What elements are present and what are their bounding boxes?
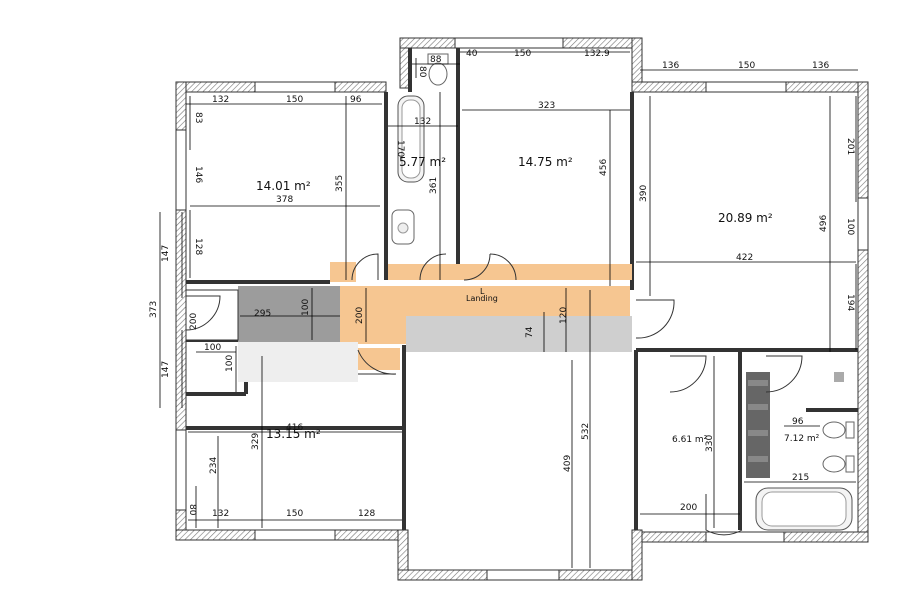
- bathtub-icon: [397, 95, 425, 183]
- dimension-label: 128: [358, 509, 375, 519]
- dimension-label: 200: [355, 307, 365, 324]
- dimension-label: 355: [335, 175, 345, 192]
- dimension-label: 234: [209, 457, 219, 474]
- room-area-label: 14.75 m²: [518, 155, 573, 169]
- dimension-labels: 132 150 96 83 146 378 355 128 147 373 14…: [149, 49, 855, 519]
- dimension-label: 201: [845, 138, 855, 155]
- dimension-label: 323: [538, 101, 555, 111]
- dimension-label: 532: [581, 423, 591, 440]
- dimension-label: 80: [417, 66, 427, 78]
- dimension-label: 100: [225, 355, 235, 372]
- toilet-icon: [822, 421, 855, 473]
- dimension-label: 132: [212, 509, 229, 519]
- dimension-label: 329: [251, 433, 261, 450]
- dimension-label: 170: [395, 140, 405, 157]
- room-area-label: 7.12 m²: [784, 434, 820, 444]
- dimension-label: 200: [189, 313, 199, 330]
- dimension-label: 96: [792, 417, 804, 427]
- dimension-label: 100: [301, 299, 311, 316]
- shower-icon: [746, 372, 844, 478]
- dimension-label: 150: [286, 95, 303, 105]
- dimension-label: 136: [662, 61, 679, 71]
- dimension-label: 422: [736, 253, 753, 263]
- dimension-label: 373: [149, 301, 159, 318]
- dimension-label: 88: [430, 55, 442, 65]
- room-area-label: 14.01 m²: [256, 179, 311, 193]
- dimension-label: 295: [254, 309, 271, 319]
- dimension-label: 147: [161, 245, 171, 262]
- dimension-label: 416: [286, 423, 303, 433]
- room-area-label: 13.15 m²: [266, 427, 321, 441]
- dimension-label: 378: [276, 195, 293, 205]
- dimension-label: 100: [845, 218, 855, 235]
- dimension-label: 150: [286, 509, 303, 519]
- dimension-label: 456: [599, 159, 609, 176]
- dimension-label: 96: [350, 95, 362, 105]
- room-area-label: 6.61 m²: [672, 435, 708, 445]
- landing-label: Landing: [466, 294, 498, 303]
- dimension-label: 150: [738, 61, 755, 71]
- room-area-label: 20.89 m²: [718, 211, 773, 225]
- dimension-label: 132: [212, 95, 229, 105]
- interior-walls: [186, 48, 858, 530]
- dimension-label: 390: [639, 185, 649, 202]
- dimension-label: 150: [514, 49, 531, 59]
- sink-icon: [391, 209, 415, 245]
- dimension-label: 136: [812, 61, 829, 71]
- dimension-label: 40: [466, 49, 478, 59]
- dimension-label: 361: [429, 177, 439, 194]
- dimension-label: 100: [204, 343, 221, 353]
- dimension-label: 146: [193, 166, 203, 183]
- dimension-label: 200: [680, 503, 697, 513]
- dimension-label: 83: [193, 112, 203, 123]
- stairs-block: [238, 286, 340, 342]
- dimension-lines: [159, 51, 858, 568]
- dimension-label: 132.9: [584, 49, 610, 59]
- dimension-label: 128: [193, 238, 203, 255]
- bathtub-icon: [755, 487, 853, 531]
- dimension-label: 496: [819, 215, 829, 232]
- dimension-label: 120: [559, 307, 569, 324]
- landing-area: [185, 262, 632, 382]
- door-swing-icon: [185, 253, 803, 536]
- windows: [175, 37, 869, 581]
- dimension-label: 330: [705, 435, 715, 452]
- dimension-label: 74: [525, 326, 535, 338]
- dimension-label: 215: [792, 473, 809, 483]
- dimension-label: 194: [845, 294, 855, 311]
- room-area-label: 5.77 m²: [399, 155, 446, 169]
- dimension-label: 132: [414, 117, 431, 127]
- dimension-label: 80: [187, 504, 197, 516]
- dimension-label: 147: [161, 361, 171, 378]
- landing-mark: L: [480, 287, 485, 296]
- dimension-label: 409: [563, 455, 573, 472]
